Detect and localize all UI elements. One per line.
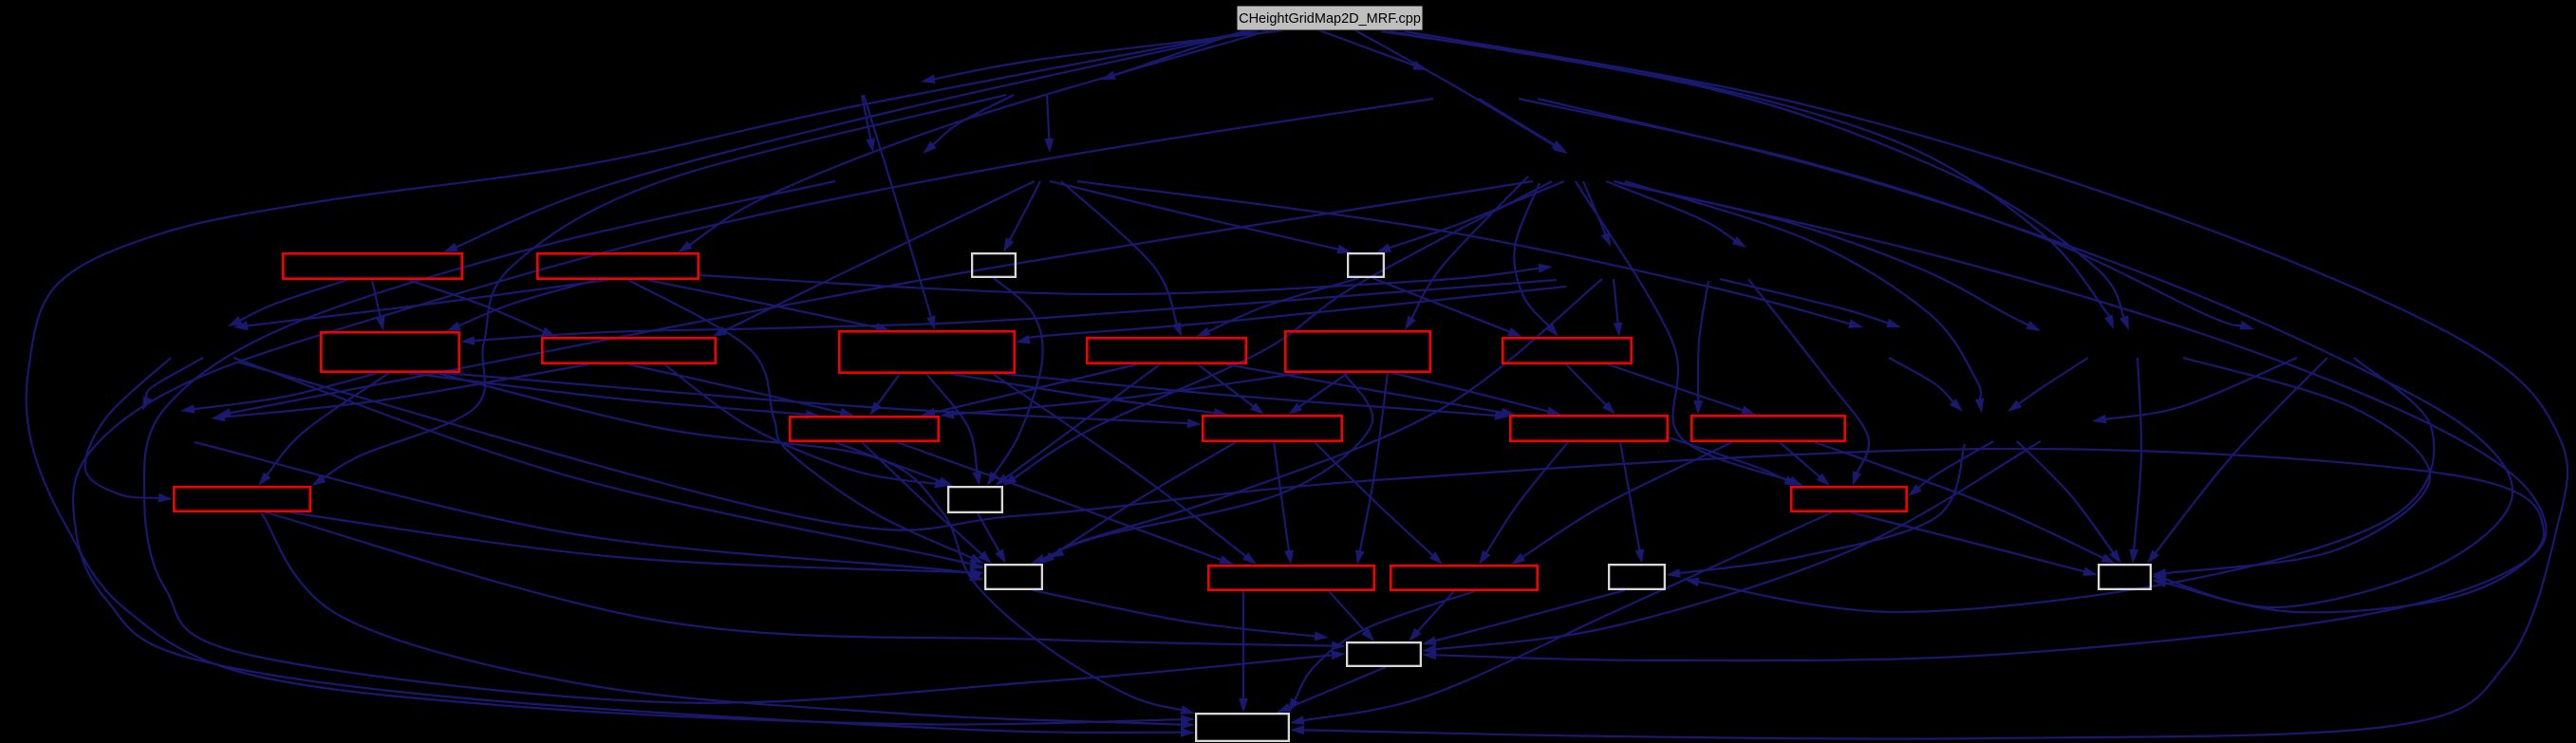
svg-text:CHeightGridMap2D_MRF.cpp: CHeightGridMap2D_MRF.cpp: [1239, 11, 1421, 27]
